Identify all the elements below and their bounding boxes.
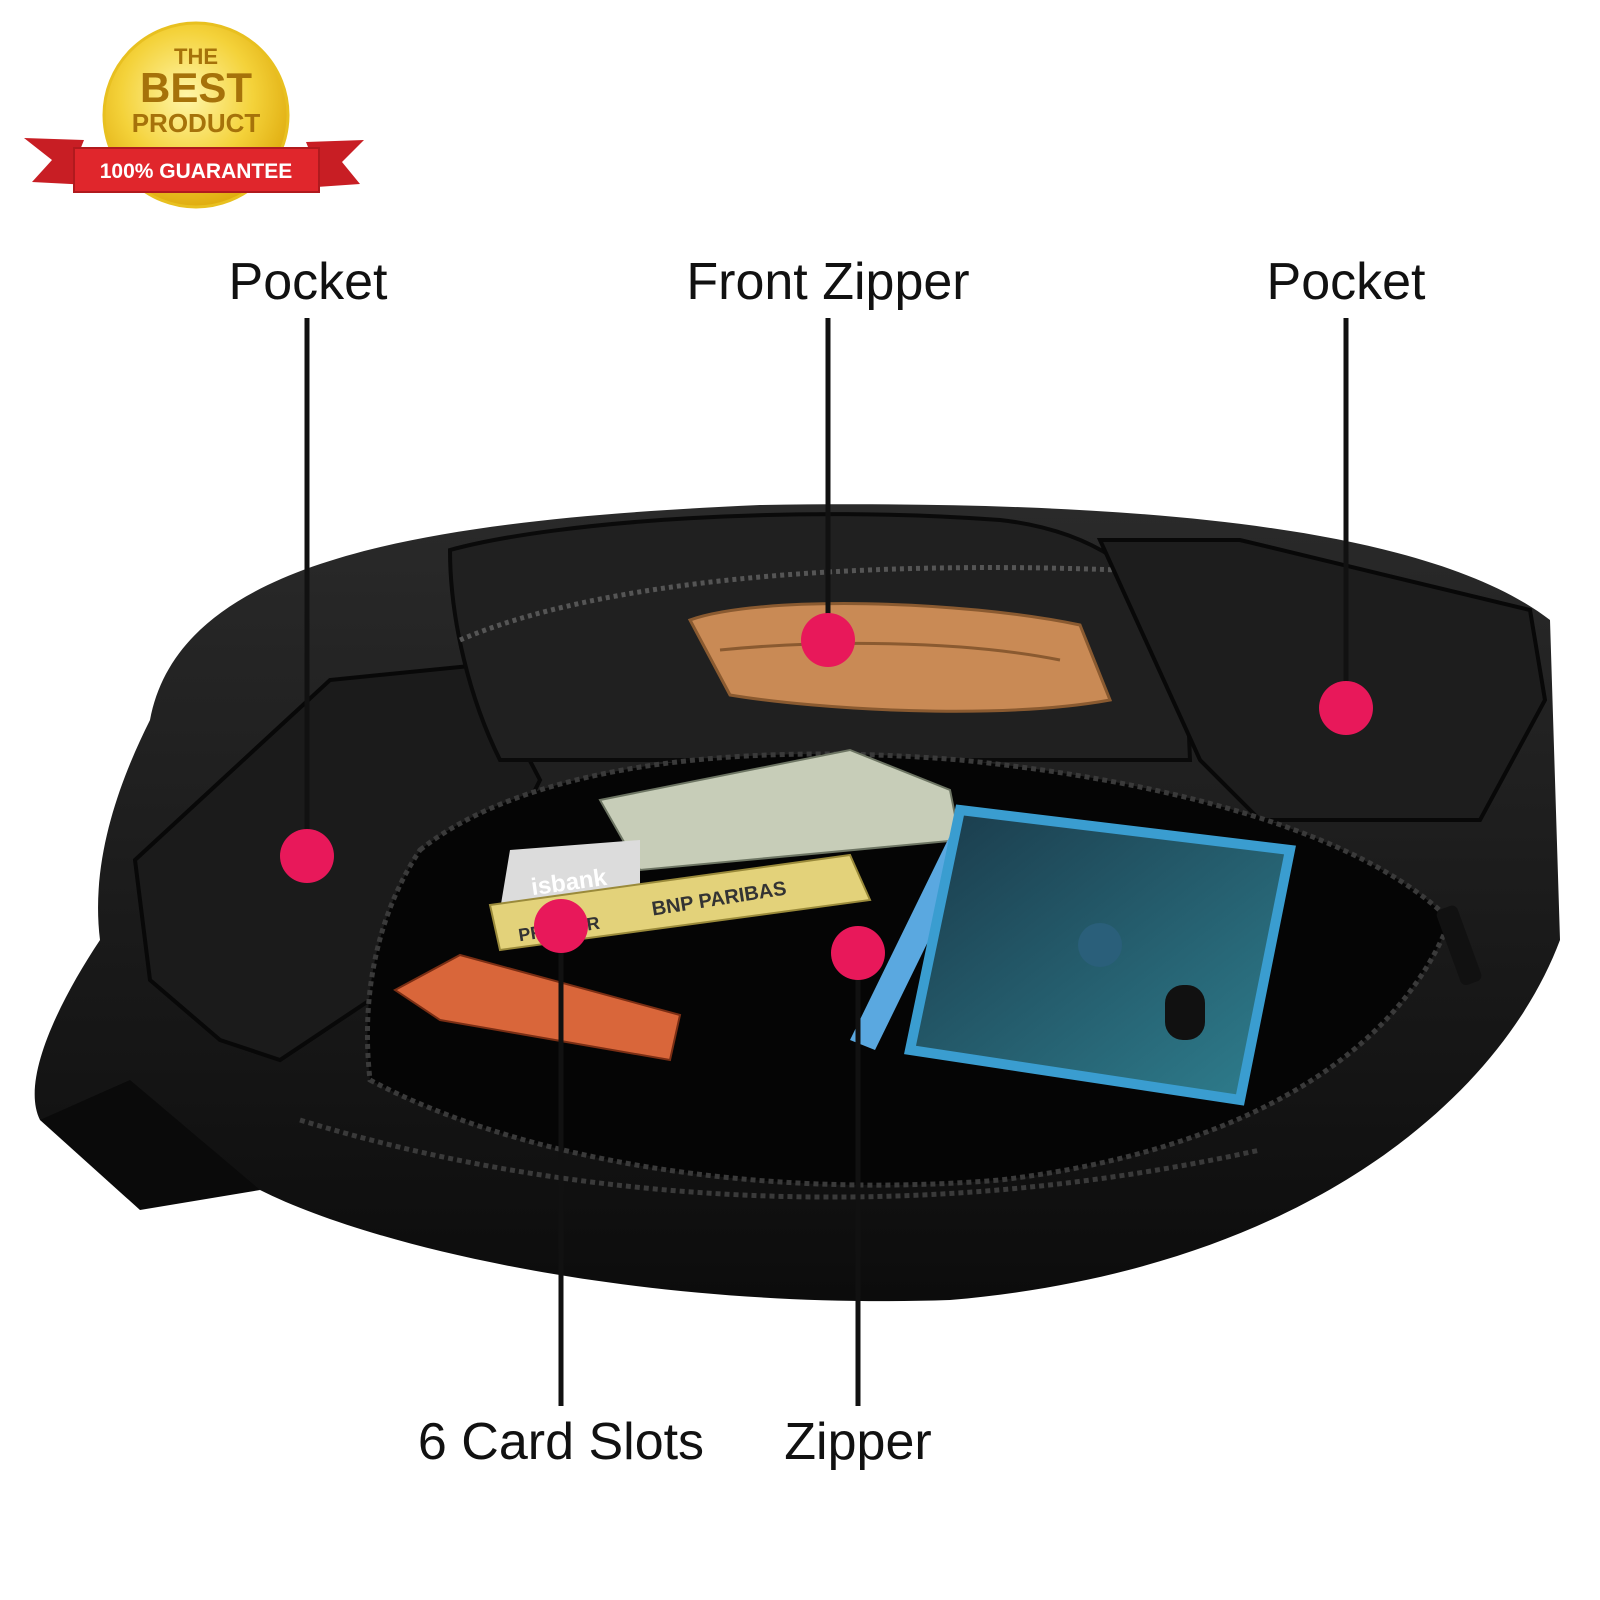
right-pocket xyxy=(1096,538,1548,822)
label-card-slots: 6 Card Slots xyxy=(417,1413,705,1471)
wallet xyxy=(687,602,1113,713)
badge-the-text: THE xyxy=(174,44,218,69)
marker-zipper xyxy=(831,926,885,980)
marker-pocket-right xyxy=(1319,681,1373,735)
leader-pocket-right xyxy=(1343,318,1349,706)
label-zipper: Zipper xyxy=(784,1413,932,1471)
leader-front-zipper xyxy=(825,318,831,636)
leader-zipper xyxy=(855,953,861,1406)
label-front-zipper: Front Zipper xyxy=(686,253,970,311)
label-pocket-right: Pocket xyxy=(1266,253,1426,311)
leader-pocket-left xyxy=(304,318,310,843)
badge-best-text: BEST xyxy=(140,64,252,111)
marker-front-zipper xyxy=(801,613,855,667)
label-pocket-left: Pocket xyxy=(228,253,388,311)
marker-pocket-left xyxy=(280,829,334,883)
marker-card-slots xyxy=(534,899,588,953)
badge-product-text: PRODUCT xyxy=(132,108,261,138)
best-product-badge: THE BEST PRODUCT 100% GUARANTEE xyxy=(24,21,364,209)
tube xyxy=(393,953,682,1062)
badge-ribbon-text: 100% GUARANTEE xyxy=(100,160,293,183)
leader-card-slots xyxy=(558,926,564,1406)
